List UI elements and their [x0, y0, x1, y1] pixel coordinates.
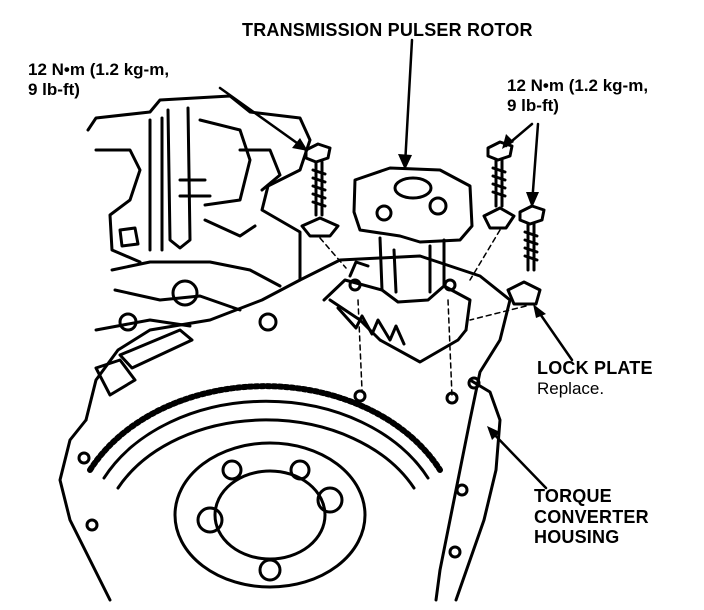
torque-converter-housing: [58, 254, 512, 602]
pulser-rotor: [322, 166, 474, 364]
housing-label: TORQUE CONVERTER HOUSING: [534, 486, 649, 548]
right-torque-spec: 12 N•m (1.2 kg-m, 9 lb-ft): [507, 76, 648, 115]
right-bolt: [518, 204, 546, 272]
left-torque-leader-line: [218, 86, 306, 150]
lock-plate-note: Replace.: [537, 378, 605, 398]
right-torque-line2: 9 lb-ft): [507, 95, 559, 115]
right-lock-plate: [506, 280, 542, 306]
left-torque-line2: 9 lb-ft): [28, 79, 80, 99]
arrowheads: [292, 134, 546, 440]
transmission-case: [84, 94, 312, 422]
right-torque-leader-line-b: [530, 122, 540, 206]
housing-line2: CONVERTER: [534, 506, 649, 527]
housing-line1: TORQUE: [534, 486, 612, 506]
lock-plate-title: LOCK PLATE: [537, 358, 653, 378]
center-bolt: [486, 140, 514, 208]
left-lock-plate: [300, 216, 340, 238]
lock-plate-label: LOCK PLATE Replace.: [537, 358, 653, 398]
left-bolt: [304, 142, 332, 217]
rotor-label: TRANSMISSION PULSER ROTOR: [242, 20, 533, 40]
lock-plate-leader-line: [534, 306, 574, 362]
center-lock-plate: [482, 206, 516, 230]
housing-line3: HOUSING: [534, 527, 620, 548]
rotor-leader-line: [403, 38, 414, 167]
housing-leader-line: [488, 428, 548, 490]
alignment-lines: [319, 229, 527, 397]
right-torque-line1: 12 N•m (1.2 kg-m,: [507, 76, 649, 95]
left-torque-line1: 12 N•m (1.2 kg-m,: [28, 60, 170, 79]
ring-gear: [87, 383, 443, 589]
left-torque-spec: 12 N•m (1.2 kg-m, 9 lb-ft): [28, 60, 169, 99]
